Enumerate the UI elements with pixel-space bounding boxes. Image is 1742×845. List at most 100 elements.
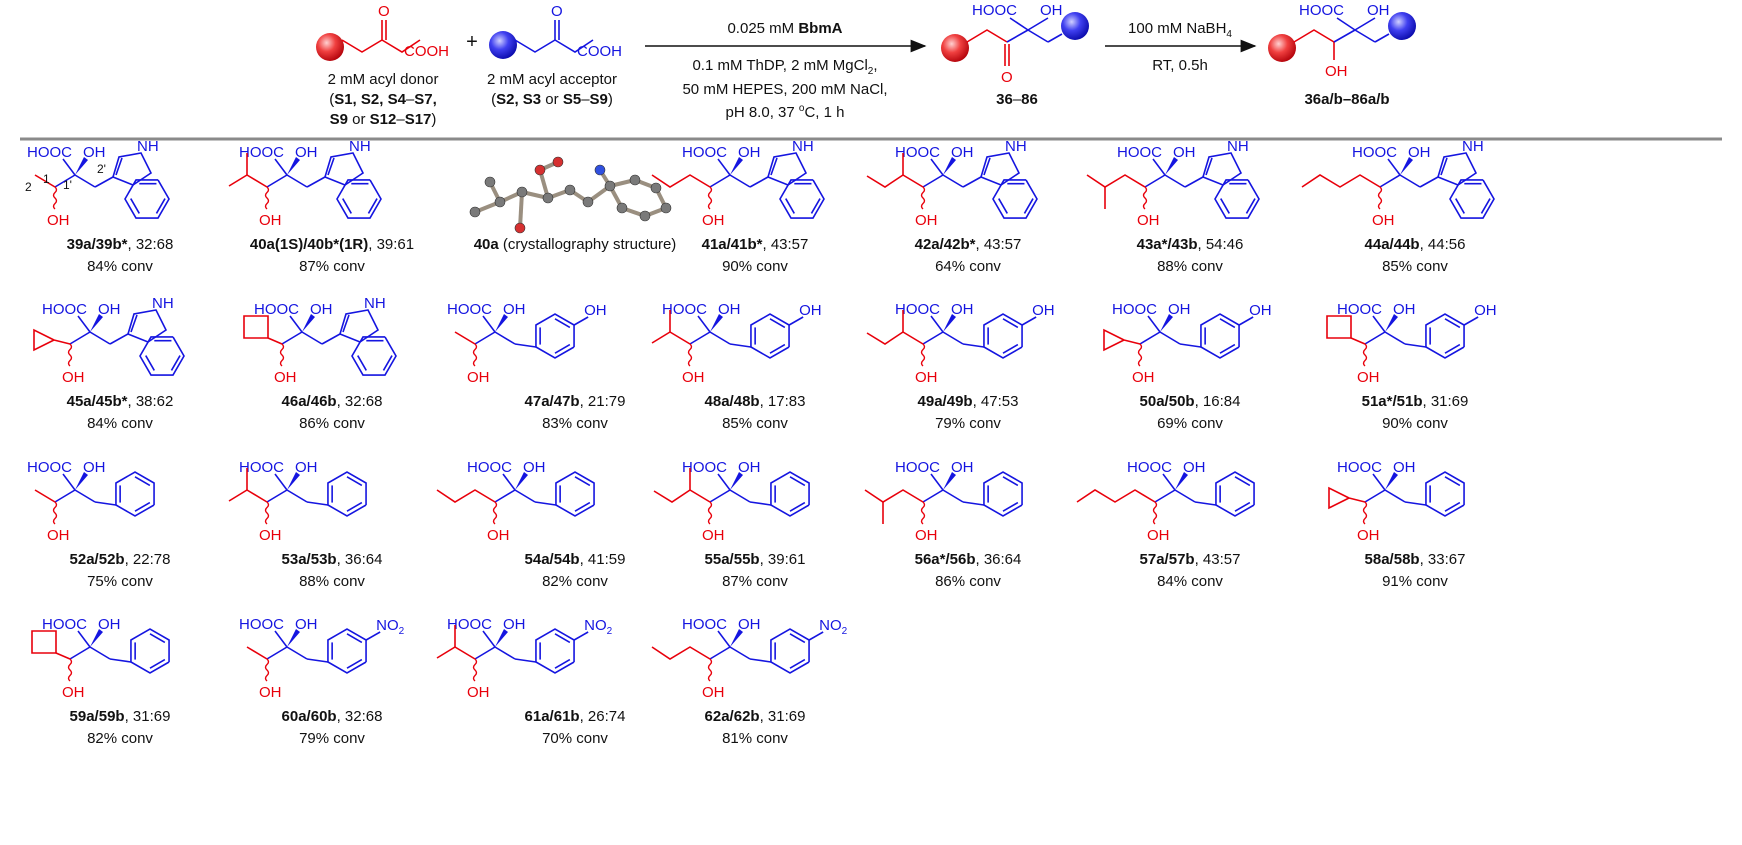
- compound-id: 61a/61b, 26:74: [525, 708, 626, 725]
- bond: [109, 333, 129, 345]
- compound-id: 40a(1S)/40b*(1R), 39:61: [250, 236, 414, 253]
- benzo-ring: [992, 179, 1038, 219]
- ring-double-bond: [1205, 157, 1213, 176]
- bond: [286, 174, 308, 188]
- wavy-bond: [1137, 343, 1143, 367]
- compound-id: 40a (crystallography structure): [474, 236, 677, 253]
- ring-double-bond: [1219, 343, 1236, 354]
- bond: [749, 658, 771, 663]
- wedge-bond: [1165, 157, 1178, 175]
- bond: [729, 174, 751, 188]
- acid-label: HOOC: [1352, 144, 1397, 161]
- wedge-bond: [287, 472, 300, 490]
- acid-label: HOOC: [1112, 301, 1157, 318]
- wedge-bond: [1385, 472, 1398, 490]
- atom-number-label: 2: [25, 180, 32, 194]
- bond: [246, 174, 268, 188]
- benzene-ring: [1200, 313, 1240, 359]
- ring-double-bond: [789, 658, 806, 669]
- plus-sign: +: [466, 31, 478, 53]
- benzo-ring: [124, 179, 170, 219]
- acid-label: HOOC: [1337, 459, 1382, 476]
- crystal-atom: [514, 222, 526, 234]
- cyclobutyl-ring: [31, 630, 57, 654]
- oh-label: OH: [259, 684, 282, 701]
- wedge-bond: [730, 629, 743, 647]
- pyrrole-ring: [127, 309, 168, 343]
- wedge-bond: [515, 472, 528, 490]
- oh-label: OH: [503, 301, 526, 318]
- acid-label: HOOC: [1337, 301, 1382, 318]
- wavy-bond: [687, 343, 693, 367]
- acid-label: HOOC: [1127, 459, 1172, 476]
- step1-enzyme: 0.025 mM BbmA: [727, 20, 842, 37]
- wedge-bond: [943, 472, 956, 490]
- bond: [749, 501, 771, 506]
- ring-double-bond: [145, 355, 155, 371]
- bond: [246, 489, 268, 503]
- oh-label: OH: [1173, 144, 1196, 161]
- wavy-bond: [707, 658, 713, 682]
- bond: [1419, 176, 1439, 188]
- bond: [729, 646, 751, 660]
- bond: [502, 473, 516, 491]
- ring-double-bond: [554, 633, 571, 644]
- oh-label: OH: [915, 369, 938, 386]
- wedge-bond: [1400, 157, 1413, 175]
- crystal-atom: [594, 164, 606, 176]
- bond: [274, 158, 288, 176]
- phenol-oh-label: OH: [1032, 302, 1055, 319]
- ring-double-bond: [130, 314, 138, 333]
- conversion-label: 84% conv: [1157, 573, 1223, 590]
- blue-substituent-sphere-icon: [1061, 12, 1089, 40]
- wedge-bond: [1385, 314, 1398, 332]
- benzene-ring: [1215, 471, 1255, 517]
- ring-double-bond: [785, 198, 795, 214]
- compound-id: 46a/46b, 32:68: [282, 393, 383, 410]
- bond: [808, 631, 824, 641]
- wedge-bond: [943, 157, 956, 175]
- nh-label: NH: [137, 138, 159, 155]
- wedge-bond: [943, 314, 956, 332]
- atom-number-label: 1': [63, 178, 72, 192]
- compound-id: 42a/42b*, 43:57: [915, 236, 1022, 253]
- product-oh-label: OH: [1367, 2, 1390, 19]
- oh-label: OH: [1183, 459, 1206, 476]
- bond: [902, 331, 924, 345]
- ring-double-bond: [327, 157, 335, 176]
- bond: [266, 489, 288, 503]
- acceptor-substrate-list: (S2, S3 or S5–S9): [491, 91, 613, 108]
- bond: [709, 646, 731, 660]
- product-structure: OH HOOC OH: [1268, 2, 1416, 80]
- product-range: 36a/b–86a/b: [1304, 91, 1389, 108]
- pyrrole-ring: [767, 152, 808, 186]
- ring-double-bond: [1444, 343, 1461, 354]
- bond: [474, 646, 496, 660]
- oh-label: OH: [1357, 527, 1380, 544]
- oh-label: OH: [915, 527, 938, 544]
- product-oh2-label: OH: [1325, 63, 1348, 80]
- donor-substrate-list-1: (S1, S2, S4–S7,: [329, 91, 437, 108]
- ring-double-bond: [342, 198, 352, 214]
- bond: [514, 658, 536, 663]
- crystal-atom: [639, 210, 651, 222]
- pyrrole-ring: [324, 152, 365, 186]
- bond: [228, 489, 248, 502]
- acid-label: HOOC: [239, 616, 284, 633]
- bond: [228, 174, 248, 187]
- bond: [482, 315, 496, 333]
- intermediate-oxo-label: O: [1001, 69, 1013, 86]
- acid-label: HOOC: [895, 459, 940, 476]
- wavy-bond: [67, 343, 73, 367]
- oh-label: OH: [1408, 144, 1431, 161]
- donor-substrate-list-2: S9 or S12–S17): [330, 111, 437, 128]
- crystal-atom: [516, 186, 528, 198]
- wedge-bond: [730, 472, 743, 490]
- compound-id: 39a/39b*, 32:68: [67, 236, 174, 253]
- pyrrole-ring: [1202, 152, 1243, 186]
- bond: [697, 315, 711, 333]
- oh-label: OH: [98, 301, 121, 318]
- bond: [1301, 174, 1381, 188]
